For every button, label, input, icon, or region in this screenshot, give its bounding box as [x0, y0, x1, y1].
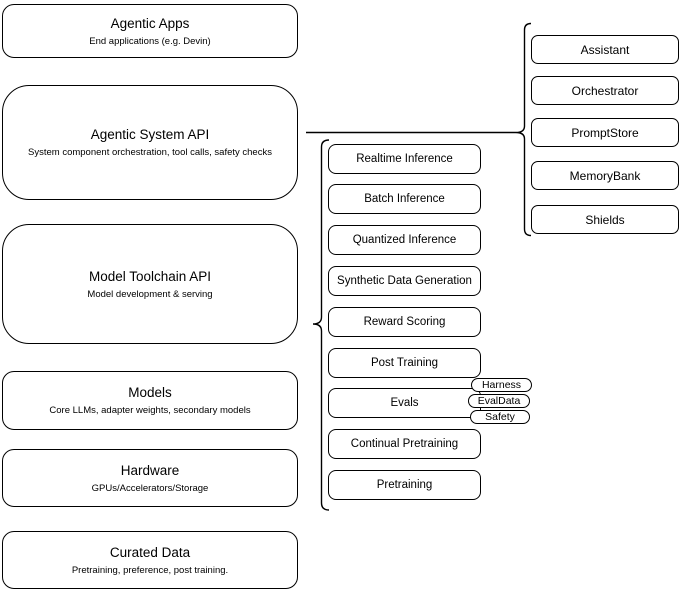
node-label: Synthetic Data Generation	[337, 275, 472, 287]
node-title: Agentic Apps	[110, 15, 190, 31]
node-title: Agentic System API	[90, 127, 210, 142]
node-assistant: Assistant	[531, 35, 679, 64]
node-title: Model Toolchain API	[88, 268, 212, 284]
toolchain-brace	[312, 139, 330, 511]
pill-label: EvalData	[477, 395, 521, 407]
node-subtitle: End applications (e.g. Devin)	[89, 35, 211, 47]
node-subtitle: Core LLMs, adapter weights, secondary mo…	[49, 405, 251, 416]
pill-harness: Harness	[471, 378, 532, 392]
node-memorybank: MemoryBank	[531, 161, 679, 190]
node-continual-pretraining: Continual Pretraining	[328, 429, 481, 459]
pill-evaldata: EvalData	[468, 394, 530, 408]
node-agentic-apps: Agentic Apps End applications (e.g. Devi…	[2, 4, 298, 58]
node-orchestrator: Orchestrator	[531, 76, 679, 105]
node-title: Hardware	[120, 462, 180, 478]
pill-label: Harness	[481, 379, 522, 391]
node-label: Realtime Inference	[356, 153, 453, 165]
node-label: Assistant	[580, 42, 630, 57]
node-subtitle: Model development & serving	[87, 288, 213, 300]
node-reward-scoring: Reward Scoring	[328, 307, 481, 337]
node-label: Orchestrator	[571, 83, 639, 98]
node-label: Continual Pretraining	[350, 438, 459, 450]
node-pretraining: Pretraining	[328, 470, 481, 500]
node-model-toolchain-api: Model Toolchain API Model development & …	[2, 224, 298, 344]
node-subtitle: GPUs/Accelerators/Storage	[91, 482, 209, 494]
node-label: MemoryBank	[569, 168, 641, 183]
node-title: Models	[128, 385, 172, 400]
node-shields: Shields	[531, 205, 679, 234]
node-label: Reward Scoring	[363, 316, 446, 328]
system-brace	[515, 22, 532, 237]
node-label: Post Training	[370, 357, 439, 369]
node-label: Pretraining	[376, 479, 433, 491]
node-label: Evals	[390, 397, 419, 409]
node-subtitle: System component orchestration, tool cal…	[28, 147, 272, 158]
pill-label: Safety	[485, 411, 515, 423]
node-agentic-system-api: Agentic System API System component orch…	[2, 85, 298, 200]
node-realtime-inference: Realtime Inference	[328, 144, 481, 174]
node-synthetic-data-generation: Synthetic Data Generation	[328, 266, 481, 296]
pill-safety: Safety	[470, 410, 530, 424]
node-curated-data: Curated Data Pretraining, preference, po…	[2, 531, 298, 589]
node-models: Models Core LLMs, adapter weights, secon…	[2, 371, 298, 430]
node-promptstore: PromptStore	[531, 118, 679, 147]
node-batch-inference: Batch Inference	[328, 184, 481, 214]
node-label: PromptStore	[571, 125, 639, 140]
node-post-training: Post Training	[328, 348, 481, 378]
node-hardware: Hardware GPUs/Accelerators/Storage	[2, 449, 298, 507]
node-title: Curated Data	[109, 544, 191, 560]
node-subtitle: Pretraining, preference, post training.	[71, 564, 229, 576]
node-evals: Evals	[328, 388, 481, 418]
node-label: Batch Inference	[364, 193, 445, 205]
node-quantized-inference: Quantized Inference	[328, 225, 481, 255]
node-label: Quantized Inference	[352, 234, 457, 246]
node-label: Shields	[585, 212, 625, 227]
